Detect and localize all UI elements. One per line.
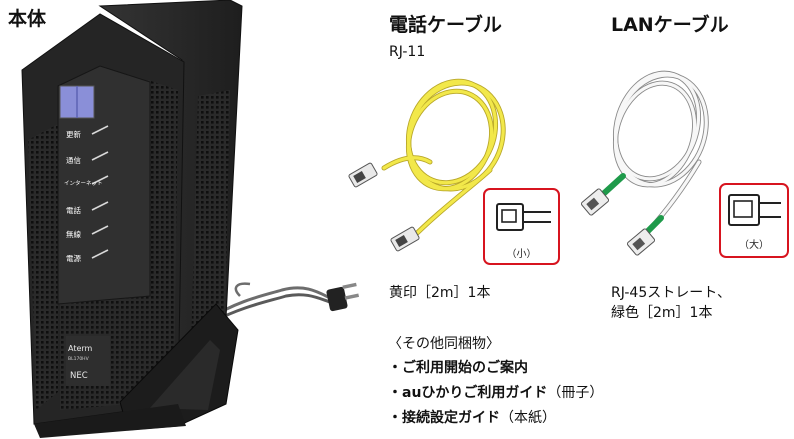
button-label-phone: 電話 [66,205,81,215]
other-item-3: ・接続設定ガイド（本紙） [388,408,556,428]
other-item-2-title: ・auひかりご利用ガイド [388,385,548,401]
button-internet: インターネット [64,175,109,187]
button-power: 電源 [66,249,109,263]
other-item-1: ・ご利用開始のご案内 [388,360,528,376]
router-illustration: 更新 通信 インターネット 電話 無線 電源 Aterm BL170HV NEC [21,0,360,438]
other-item-3-title: ・接続設定ガイド [388,410,500,426]
button-label-wireless: 無線 [66,229,81,239]
other-item-2-note: （冊子） [547,385,604,401]
main-unit-label: 本体 [8,8,47,30]
lan-cable-description-line2: 緑色［2m］1本 [611,305,713,321]
phone-cable-illustration [348,78,506,252]
front-buttons: 更新 通信 インターネット 電話 無線 電源 [64,125,109,263]
lan-connector-zoom: （大） [719,183,789,258]
button-label-power: 電源 [66,254,81,263]
other-item-3-note: （本紙） [500,410,556,426]
power-plug-icon [326,282,360,312]
other-item-2: ・auひかりご利用ガイド（冊子） [388,383,603,403]
phone-connector-bottom [390,226,420,252]
rj45-connector-icon [728,194,781,226]
button-label-update: 更新 [66,129,81,139]
maker-logo: NEC [70,371,88,381]
lan-cable-title: LANケーブル [611,14,729,36]
lan-connector-bottom [626,228,656,256]
phone-connector-zoom: （小） [483,188,560,265]
phone-connector-top [348,162,378,188]
button-update: 更新 [66,125,109,139]
other-items-heading: 〈その他同梱物〉 [388,336,500,352]
button-comm: 通信 [66,151,109,165]
power-cord [209,282,331,324]
lan-cable-illustration [580,70,709,256]
lan-zoom-caption: （大） [739,240,769,251]
brand-label: Aterm [68,344,93,353]
phone-cable-subtitle: RJ-11 [389,44,426,60]
button-label-comm: 通信 [66,155,81,165]
button-phone: 電話 [66,201,109,215]
phone-zoom-caption: （小） [506,249,537,260]
lan-connector-top [580,188,610,216]
lan-cable-description-line1: RJ-45ストレート、 [611,285,731,301]
rj11-connector-icon [496,203,551,231]
model-label: BL170HV [68,356,90,362]
button-wireless: 無線 [66,225,109,239]
phone-cable-description: 黄印［2m］1本 [389,285,491,301]
phone-cable-title: 電話ケーブル [389,14,502,36]
button-label-internet: インターネット [64,179,103,187]
